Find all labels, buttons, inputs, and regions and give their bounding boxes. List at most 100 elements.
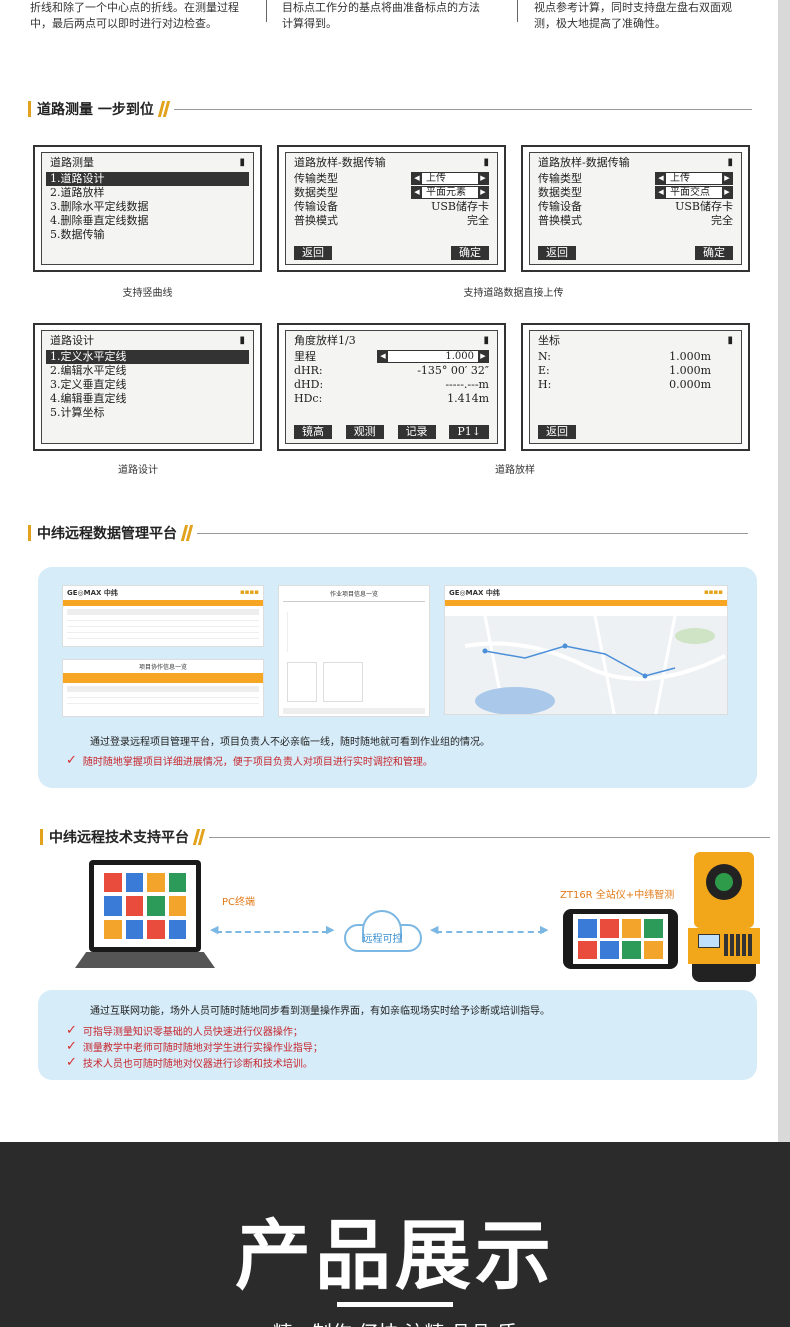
bullet-text: 随时随地掌握项目详细进展情况，便于项目负责人对项目进行实时调控和管理。 xyxy=(82,757,433,768)
back-button[interactable]: 返回 xyxy=(294,246,332,260)
select-value: 平面元素 xyxy=(426,187,466,198)
check-icon: ✓ xyxy=(66,1055,77,1070)
battery-icon: ▮ xyxy=(239,157,245,168)
nav-bar xyxy=(63,600,263,606)
menu-item-road-stakeout[interactable]: 2.道路放样 xyxy=(50,186,105,199)
pc-terminal-label: PC终端 xyxy=(222,897,256,908)
chainage-value: 1.000 xyxy=(445,351,474,362)
nav-bar xyxy=(445,600,727,606)
support-bullet: ✓ 测量教学中老师可随时随地对学生进行实操作业指导； xyxy=(66,1039,323,1054)
phone-screen xyxy=(573,914,668,964)
arrow-right-icon[interactable]: ▶ xyxy=(722,187,732,198)
menu-item-define-horizontal[interactable]: 1.定义水平定线 xyxy=(46,350,249,364)
caption-vertical-curve: 支持竖曲线 xyxy=(122,288,173,299)
arrow-right-icon: ▶ xyxy=(326,923,335,936)
battery-icon: ▮ xyxy=(483,335,489,346)
battery-icon: ▮ xyxy=(483,157,489,168)
title-underline xyxy=(337,1302,453,1307)
support-description: 通过互联网功能，场外人员可随时随地同步看到测量操作界面，有如亲临现场实时给予诊断… xyxy=(90,1006,550,1017)
platform-description: 通过登录远程项目管理平台，项目负责人不必亲临一线，随时随地就可看到作业组的情况。 xyxy=(90,737,490,748)
measure-button[interactable]: 观测 xyxy=(345,425,384,439)
arrow-left-icon[interactable]: ◀ xyxy=(378,351,388,362)
menu-item-edit-vertical[interactable]: 4.编辑垂直定线 xyxy=(50,392,127,405)
showcase-subtitle: 精 · 制作 仔技 注精 品品 质 xyxy=(0,1317,790,1327)
section-header-road-survey: 道路测量 一步到位 xyxy=(28,99,752,119)
bullet-text: 可指导测量知识零基础的人员快速进行仪器操作； xyxy=(82,1027,303,1038)
screen-title: 道路设计 xyxy=(50,334,94,347)
connection-line-left xyxy=(216,931,328,933)
platform-bullet: ✓ 随时随地掌握项目详细进展情况，便于项目负责人对项目进行实时调控和管理。 xyxy=(66,753,433,768)
support-bullet: ✓ 可指导测量知识零基础的人员快速进行仪器操作； xyxy=(66,1023,303,1038)
lcd-display: 道路设计 ▮ 1.定义水平定线 2.编辑水平定线 3.定义垂直定线 4.编辑垂直定… xyxy=(41,330,254,444)
back-button[interactable]: 返回 xyxy=(538,246,576,260)
arrow-left-icon[interactable]: ◀ xyxy=(656,187,666,198)
accent-slashes xyxy=(157,101,171,117)
arrow-right-icon[interactable]: ▶ xyxy=(478,351,488,362)
mini-title: 作业项目信息一览 xyxy=(329,591,378,598)
device-screen-angle-stakeout: 角度放样1/3▮ 里程◀1.000▶ dHR:-135° 00′ 32″ dHD… xyxy=(277,323,506,451)
record-button[interactable]: 记录 xyxy=(397,425,436,439)
field-label: 传输设备 xyxy=(538,200,582,213)
menu-item-edit-horizontal[interactable]: 2.编辑水平定线 xyxy=(50,364,127,377)
right-edge-strip xyxy=(778,0,790,1142)
h-value: 0.000m xyxy=(669,378,711,391)
section-title: 中纬远程数据管理平台 xyxy=(37,526,177,542)
top-fragment-line: 目标点工作分的基点将曲准备标点的方法 xyxy=(282,1,480,14)
geomax-logo: GE◎MAX 中纬 xyxy=(449,589,500,597)
accent-bar xyxy=(28,101,31,117)
device-screen-road-design-menu: 道路设计 ▮ 1.定义水平定线 2.编辑水平定线 3.定义垂直定线 4.编辑垂直定… xyxy=(33,323,262,451)
arrow-right-icon[interactable]: ▶ xyxy=(478,187,488,198)
transfer-type-select[interactable]: ◀上传▶ xyxy=(411,172,489,185)
confirm-button[interactable]: 确定 xyxy=(695,246,733,260)
confirm-button[interactable]: 确定 xyxy=(451,246,489,260)
transfer-type-select[interactable]: ◀上传▶ xyxy=(655,172,733,185)
menu-item-calc-coordinates[interactable]: 5.计算坐标 xyxy=(50,406,105,419)
battery-icon: ▮ xyxy=(239,335,245,346)
screenshot-map-view: GE◎MAX 中纬 ▪▪▪▪ xyxy=(444,585,728,715)
menu-item-road-design[interactable]: 1.道路设计 xyxy=(46,172,249,186)
map-canvas[interactable] xyxy=(445,606,728,715)
laptop-screen xyxy=(94,865,196,947)
page-button[interactable]: P1↓ xyxy=(449,425,489,439)
arrow-left-icon[interactable]: ◀ xyxy=(656,173,666,184)
n-value: 1.000m xyxy=(669,350,711,363)
data-type-select[interactable]: ◀ 平面元素 ▶ xyxy=(411,186,489,199)
arrow-right-icon[interactable]: ▶ xyxy=(722,173,732,184)
chainage-input[interactable]: ◀ 1.000 ▶ xyxy=(377,350,489,363)
replace-mode-value: 完全 xyxy=(711,214,733,227)
e-value: 1.000m xyxy=(669,364,711,377)
screenshot-project-list: GE◎MAX 中纬 ▪▪▪▪ xyxy=(62,585,264,647)
lcd-display: 坐标▮ N:1.000m E:1.000m H:0.000m 返回 xyxy=(529,330,742,444)
accent-bar xyxy=(40,829,43,845)
arrow-left-icon[interactable]: ◀ xyxy=(412,187,422,198)
field-label: E: xyxy=(538,364,550,377)
menu-item-delete-horizontal[interactable]: 3.删除水平定线数据 xyxy=(50,200,149,213)
field-label: dHD: xyxy=(294,378,324,391)
menu-item-define-vertical[interactable]: 3.定义垂直定线 xyxy=(50,378,127,391)
arrow-right-icon[interactable]: ▶ xyxy=(478,173,488,184)
orange-banner xyxy=(63,673,263,683)
data-type-select[interactable]: ◀平面交点▶ xyxy=(655,186,733,199)
caption-road-data-upload: 支持道路数据直接上传 xyxy=(463,288,564,299)
hdc-value: 1.414m xyxy=(447,392,489,405)
arrow-left-icon: ◀ xyxy=(430,923,439,936)
caption-road-design: 道路设计 xyxy=(118,465,158,476)
height-button[interactable]: 镜高 xyxy=(294,425,332,439)
divider-line xyxy=(197,532,748,534)
cloud-icon: 远程可控 xyxy=(340,908,425,956)
menu-item-delete-vertical[interactable]: 4.删除垂直定线数据 xyxy=(50,214,149,227)
top-fragment-col3: 视点参考计算，同时支持盘左盘右双面观 测，极大地提高了准确性。 xyxy=(534,0,764,30)
bullet-text: 测量教学中老师可随时随地对学生进行实操作业指导； xyxy=(82,1043,323,1054)
back-button[interactable]: 返回 xyxy=(538,425,576,439)
toolbar-icons: ▪▪▪▪ xyxy=(240,588,259,596)
top-fragment-line: 中，最后两点可以即时进行对边检查。 xyxy=(30,17,217,30)
menu-item-data-transfer[interactable]: 5.数据传输 xyxy=(50,228,105,241)
top-fragment-col1: 折线和除了一个中心点的折线。在测量过程 中，最后两点可以即时进行对边检查。 xyxy=(30,0,260,30)
top-fragment-line: 测，极大地提高了准确性。 xyxy=(534,17,666,30)
cloud-label: 远程可控 xyxy=(362,934,403,945)
arrow-left-icon[interactable]: ◀ xyxy=(412,173,422,184)
top-fragment-line: 计算得到。 xyxy=(282,17,337,30)
field-label: 里程 xyxy=(294,350,316,363)
